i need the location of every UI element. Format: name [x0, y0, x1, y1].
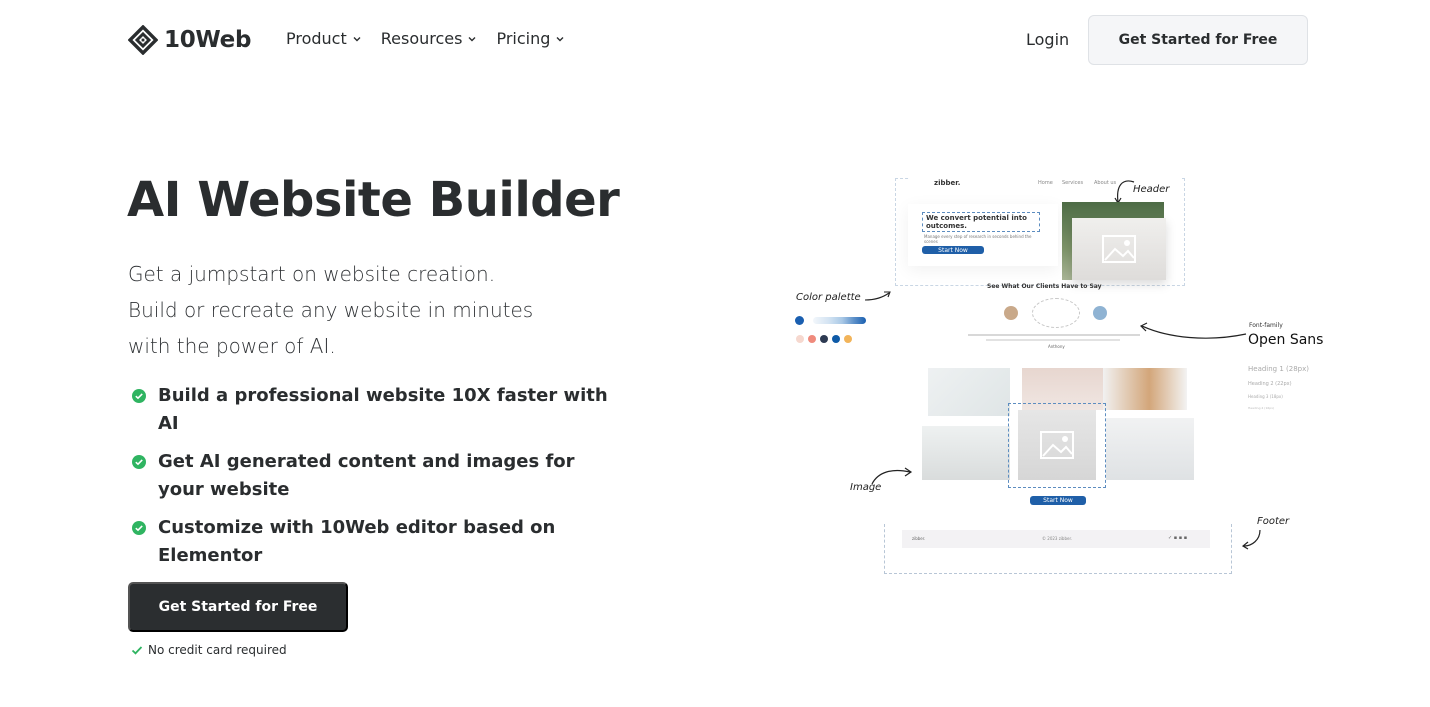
typography-sample: Heading 2 (22px)	[1248, 381, 1292, 387]
hero-subtitle-line: Build or recreate any website in minutes	[128, 298, 534, 322]
feature-text: Get AI generated content and images for …	[158, 451, 575, 500]
menu-pricing-label: Pricing	[496, 29, 551, 48]
hero-subtitle-line: with the power of AI.	[128, 334, 336, 358]
font-family-annotation: Font-family	[1249, 322, 1283, 329]
hero-subtitle-line: Get a jumpstart on website creation.	[128, 262, 496, 286]
avatar	[1004, 306, 1018, 320]
mock-hero-button: Start Now	[922, 246, 984, 254]
login-link[interactable]: Login	[1026, 30, 1070, 49]
no-credit-card-text: No credit card required	[148, 643, 287, 657]
avatar	[1093, 306, 1107, 320]
feature-list: Build a professional website 10X faster …	[132, 382, 622, 580]
gallery-photo-tablet	[928, 368, 1010, 416]
gallery-photo-box	[1103, 368, 1187, 410]
typography-sample: Heading 1 (28px)	[1248, 365, 1309, 373]
10web-logo-icon	[128, 25, 158, 55]
palette-swatch	[808, 335, 816, 343]
mock-testimonials-heading: See What Our Clients Have to Say	[987, 283, 1102, 290]
chevron-down-icon	[468, 36, 476, 41]
gallery-photo-woman	[922, 426, 1010, 480]
feature-item: Customize with 10Web editor based on Ele…	[132, 514, 622, 570]
avatar-placeholder	[1032, 298, 1080, 328]
gallery-photo-cup	[1106, 418, 1194, 480]
menu-pricing[interactable]: Pricing	[496, 29, 564, 48]
arrow-icon	[871, 467, 913, 485]
footer-guide	[884, 524, 1232, 574]
palette-selected-check	[795, 316, 804, 325]
image-placeholder-icon	[1102, 235, 1136, 263]
mock-testimonial-name: Anthony	[1048, 344, 1065, 349]
mock-gallery-button: Start Now	[1030, 496, 1086, 505]
page-title: AI Website Builder	[127, 172, 620, 228]
mock-hero-card: We convert potential into outcomes. Mana…	[908, 204, 1058, 266]
color-palette-annotation: Color palette	[796, 292, 861, 303]
image-guide	[1008, 403, 1106, 488]
hero-get-started-button[interactable]: Get Started for Free	[128, 582, 348, 632]
palette-swatch	[832, 335, 840, 343]
footer-annotation: Footer	[1257, 516, 1290, 527]
typography-sample: Heading 3 (18px)	[1248, 394, 1283, 399]
chevron-down-icon	[353, 36, 361, 41]
palette-swatch	[844, 335, 852, 343]
feature-item: Get AI generated content and images for …	[132, 448, 622, 504]
mock-brand: zibber.	[934, 179, 961, 187]
no-credit-card-note: No credit card required	[131, 643, 287, 657]
palette-swatch	[820, 335, 828, 343]
image-placeholder-icon	[1040, 431, 1074, 459]
check-circle-icon	[132, 389, 146, 403]
logo-text: 10Web	[164, 27, 252, 53]
feature-item: Build a professional website 10X faster …	[132, 382, 622, 438]
mock-nav-item: Services	[1062, 180, 1084, 186]
top-navigation: 10Web Product Resources Pricing Login Ge…	[0, 0, 1430, 80]
arrow-icon	[1139, 322, 1247, 339]
mock-footer-brand: zibber.	[912, 536, 926, 541]
image-placeholder	[1018, 410, 1096, 480]
palette-swatch	[796, 335, 804, 343]
testimonial-text	[968, 334, 1140, 336]
chevron-down-icon	[556, 36, 564, 41]
mock-header: zibber. Home Services About us	[910, 174, 1180, 200]
mock-footer-copy: © 2023 zibber.	[1042, 536, 1073, 541]
testimonial-text	[986, 339, 1120, 341]
mock-hero-text: Manage every step of research in seconds…	[924, 234, 1032, 244]
menu-resources-label: Resources	[380, 29, 463, 48]
font-family-name: Open Sans	[1248, 332, 1324, 348]
checkmark-icon	[131, 646, 143, 655]
main-menu: Product Resources Pricing	[286, 29, 564, 48]
menu-resources[interactable]: Resources	[381, 29, 477, 48]
nav-get-started-button[interactable]: Get Started for Free	[1088, 15, 1308, 65]
mock-footer: zibber. © 2023 zibber. ✓ ▪ ▪ ▪	[902, 530, 1210, 548]
mock-nav-item: Home	[1038, 180, 1053, 186]
palette-gradient	[813, 317, 866, 324]
feature-text: Build a professional website 10X faster …	[158, 385, 608, 434]
mock-hero-heading: We convert potential into outcomes.	[926, 214, 1027, 230]
image-placeholder	[1072, 218, 1166, 280]
feature-text: Customize with 10Web editor based on Ele…	[158, 517, 556, 566]
check-circle-icon	[132, 455, 146, 469]
menu-product-label: Product	[286, 29, 347, 48]
arrow-icon	[864, 291, 891, 301]
website-builder-illustration: zibber. Home Services About us Header We…	[780, 160, 1340, 590]
logo-link[interactable]: 10Web	[128, 25, 251, 55]
typography-sample: Heading 4 (16px)	[1248, 406, 1275, 410]
header-annotation: Header	[1133, 184, 1170, 195]
arrow-icon	[1241, 529, 1261, 550]
check-circle-icon	[132, 521, 146, 535]
text-guide	[922, 212, 1040, 232]
hero-subtitle: Get a jumpstart on website creation. Bui…	[128, 256, 588, 364]
image-annotation: Image	[850, 482, 882, 493]
mock-nav-item: About us	[1094, 180, 1117, 186]
menu-product[interactable]: Product	[286, 29, 361, 48]
mock-footer-social-icons: ✓ ▪ ▪ ▪	[1168, 535, 1188, 541]
